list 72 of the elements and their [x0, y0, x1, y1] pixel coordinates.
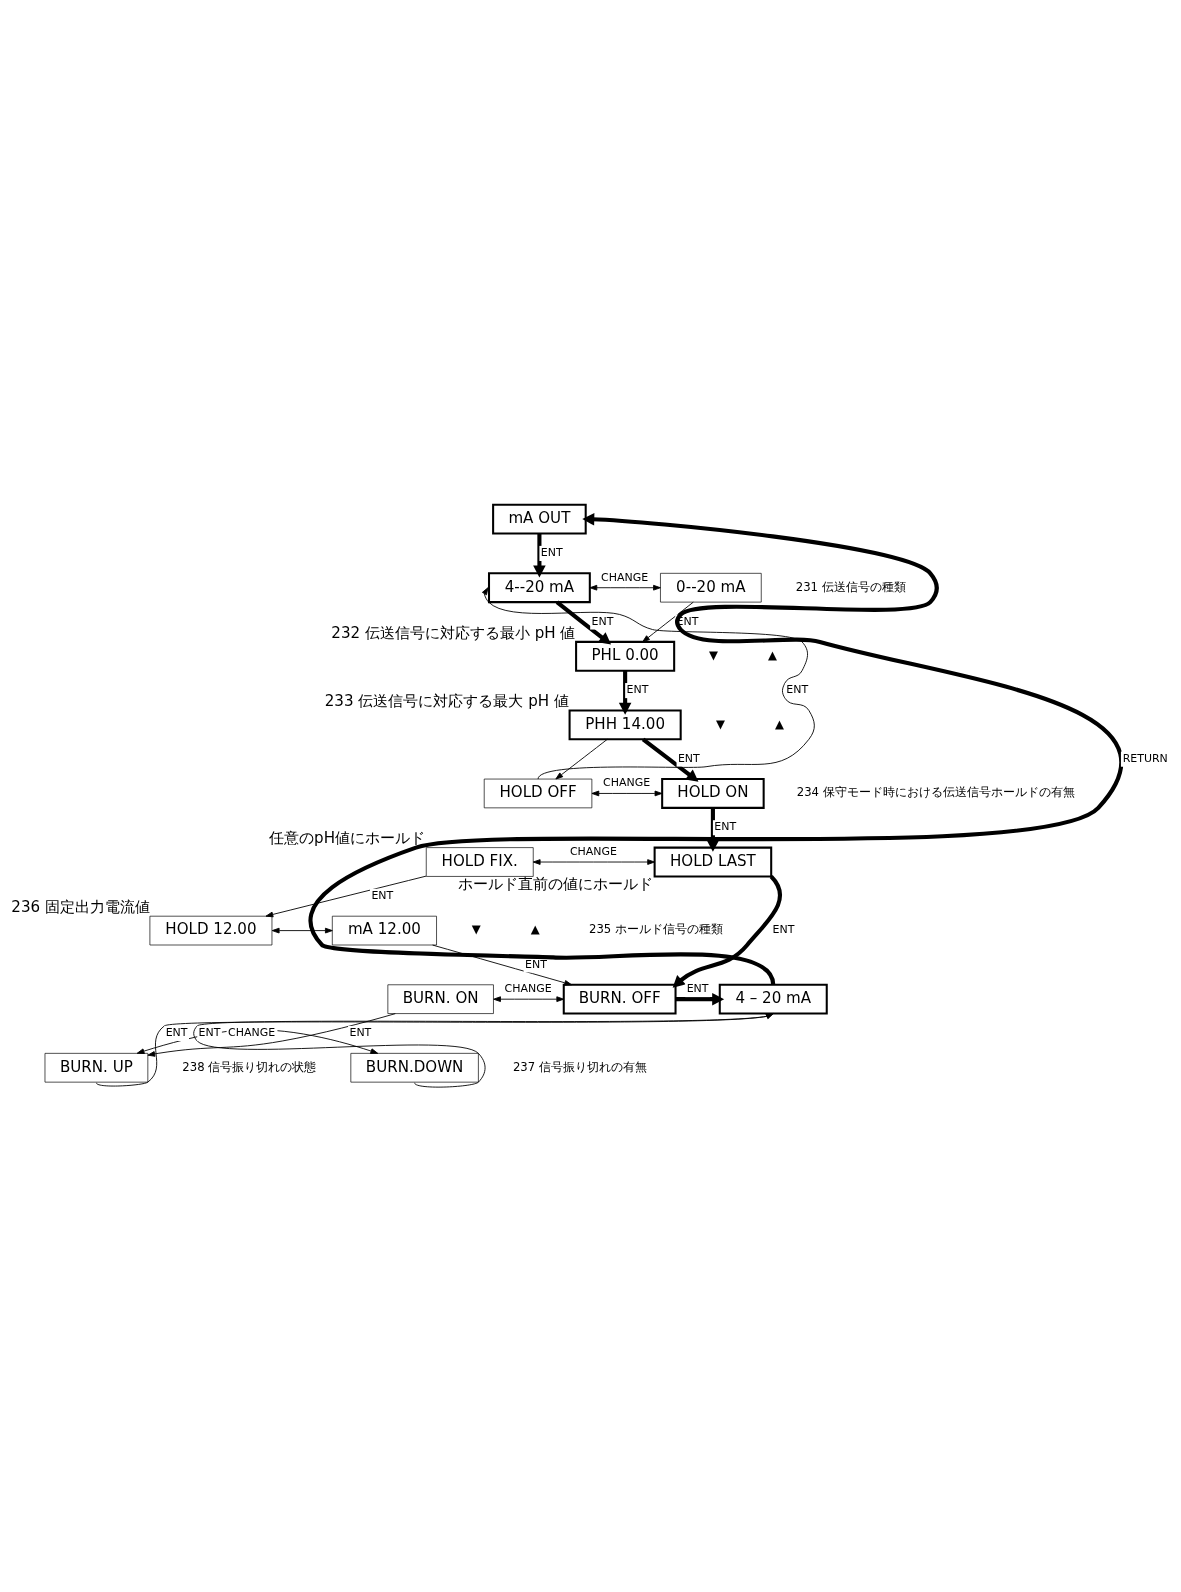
edge-label: ENT — [198, 1026, 221, 1040]
node-label: 233 伝送信号に対応する最大 pH 値 — [324, 692, 569, 711]
node-box: mA OUT — [492, 503, 587, 535]
label: ▲ — [768, 648, 778, 663]
arrow — [591, 790, 663, 797]
arrow — [493, 996, 565, 1003]
node-box: PHL 0.00 — [575, 640, 676, 672]
node-box: HOLD FIX. — [425, 847, 534, 877]
label: ▼ — [471, 922, 481, 937]
node-box: BURN. UP — [44, 1053, 149, 1083]
node-box: BURN. ON — [387, 984, 494, 1014]
edge-label: ENT — [772, 923, 795, 937]
arrow — [481, 587, 815, 780]
arrow — [309, 513, 1123, 987]
arrow — [675, 992, 725, 1006]
label: ▼ — [715, 716, 725, 731]
node-label: 236 固定出力電流値 — [11, 897, 150, 916]
label: 231 伝送信号の種類 — [795, 579, 906, 594]
node-box: 4--20 mA — [488, 572, 591, 604]
edge-label: ENT — [626, 683, 649, 697]
edge-label: ENT — [371, 888, 394, 902]
arrow — [618, 670, 632, 715]
node-label: ホールド直前の値にホールド — [458, 874, 654, 893]
edge-label: CHANGE — [603, 776, 651, 790]
arrow — [193, 1013, 774, 1088]
edge-label: ENT — [349, 1026, 372, 1040]
node-box: PHH 14.00 — [568, 709, 682, 741]
node-label: 任意のpH値にホールド — [269, 829, 426, 848]
edge-label: ENT — [677, 751, 700, 765]
arrow — [532, 859, 655, 865]
arrow — [589, 584, 661, 591]
node-box: 0--20 mA — [660, 572, 762, 603]
label: 238 信号振り切れの状態 — [182, 1059, 317, 1074]
node-box: HOLD 12.00 — [149, 915, 273, 946]
label: ▲ — [774, 716, 784, 731]
node-box: BURN.DOWN — [350, 1053, 479, 1083]
arrow — [672, 875, 782, 988]
arrow — [265, 875, 427, 918]
edge-label: ENT — [540, 546, 563, 560]
edge-label: CHANGE — [601, 570, 649, 584]
edge-label: ENT — [786, 683, 809, 697]
edge-label: ENT — [591, 614, 614, 628]
node-box: 4 – 20 mA — [718, 983, 828, 1015]
label: 235 ホールド信号の種類 — [589, 922, 723, 937]
arrow — [271, 927, 333, 934]
label: 234 保守モード時における伝送信号ホールドの有無 — [796, 785, 1075, 800]
arrow — [147, 1013, 396, 1057]
node-box: HOLD ON — [661, 778, 765, 809]
arrow — [555, 600, 612, 645]
node-box: HOLD OFF — [483, 778, 593, 809]
edge-label: CHANGE — [504, 982, 552, 996]
arrow — [533, 533, 546, 578]
edge-label: ENT — [686, 982, 709, 996]
edge-label: CHANGE — [228, 1026, 276, 1040]
node-box: HOLD LAST — [653, 846, 773, 878]
edge-label: ENT — [165, 1026, 188, 1040]
edge-label: ENT — [714, 820, 737, 834]
arrow — [642, 601, 694, 643]
edge-label: RETURN — [1122, 751, 1168, 765]
node-label: 232 伝送信号に対応する最小 pH 値 — [331, 623, 576, 642]
arrow — [95, 1013, 774, 1087]
arrow — [706, 808, 720, 852]
node-box: BURN. OFF — [562, 983, 677, 1015]
arrow — [555, 738, 608, 780]
arrow — [432, 944, 572, 986]
node-box: mA 12.00 — [331, 915, 437, 946]
edge-label: CHANGE — [569, 845, 617, 859]
edge-label: ENT — [525, 957, 547, 971]
label: ▼ — [709, 648, 719, 663]
arrow — [641, 737, 699, 782]
label: ▲ — [530, 922, 540, 937]
label: 237 信号振り切れの有無 — [512, 1059, 647, 1074]
